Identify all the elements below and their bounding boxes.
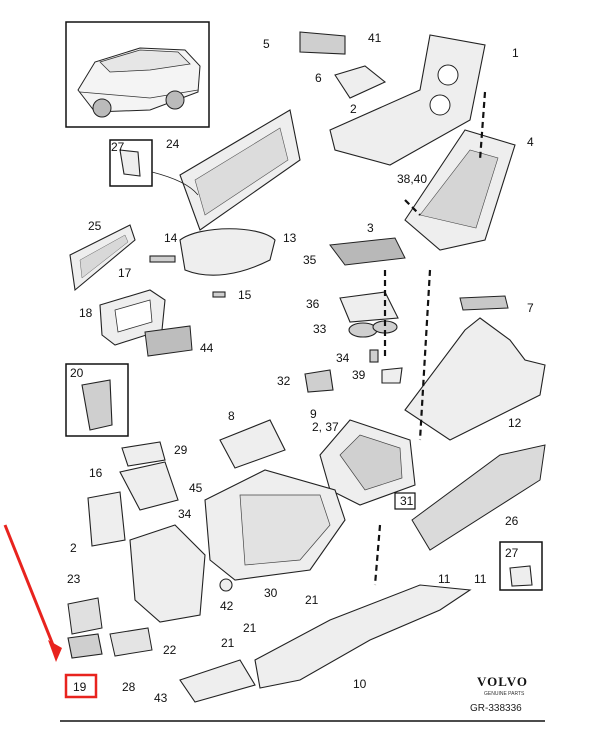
callout-6: 6 bbox=[315, 71, 322, 85]
part-1 bbox=[329, 34, 486, 166]
assembly-line-1 bbox=[478, 91, 487, 161]
volvo-logo: VOLVO bbox=[477, 674, 528, 689]
callout-11-a: 11 bbox=[438, 572, 451, 586]
callout-20: 20 bbox=[70, 366, 84, 380]
detail-inset-27-top bbox=[109, 139, 153, 187]
highlight-box bbox=[64, 673, 98, 699]
assembly-line-5 bbox=[404, 199, 421, 216]
callout-45: 45 bbox=[189, 481, 203, 495]
part-35 bbox=[329, 237, 406, 266]
part-6 bbox=[334, 65, 387, 99]
callout-34-bottom: 34 bbox=[178, 507, 192, 521]
callout-44: 44 bbox=[200, 341, 214, 355]
callout-17: 17 bbox=[118, 266, 132, 280]
callout-21-c: 21 bbox=[221, 636, 235, 650]
part-34 bbox=[369, 349, 379, 363]
part-5 bbox=[299, 31, 346, 55]
callout-15: 15 bbox=[238, 288, 252, 302]
part-39 bbox=[381, 367, 403, 384]
callout-24: 24 bbox=[166, 137, 180, 151]
callout-43: 43 bbox=[154, 691, 168, 705]
part-44 bbox=[144, 325, 193, 357]
part-12 bbox=[404, 317, 546, 441]
callout-8: 8 bbox=[228, 409, 235, 423]
part-36 bbox=[339, 291, 399, 323]
callout-16: 16 bbox=[89, 466, 103, 480]
part-13 bbox=[179, 228, 276, 276]
callout-9: 9 bbox=[310, 407, 317, 421]
callout-38-40: 38,40 bbox=[397, 172, 427, 186]
callout-35: 35 bbox=[303, 253, 317, 267]
callout-18: 18 bbox=[79, 306, 93, 320]
callout-12: 12 bbox=[508, 416, 522, 430]
callout-3: 3 bbox=[367, 221, 374, 235]
callout-19: 19 bbox=[73, 680, 87, 694]
callout-31-box bbox=[394, 492, 416, 510]
part-33 bbox=[348, 320, 398, 338]
part-26 bbox=[411, 444, 546, 551]
detail-inset-20 bbox=[65, 363, 129, 437]
part-23 bbox=[67, 597, 103, 635]
callout-1: 1 bbox=[512, 46, 519, 60]
callout-30: 30 bbox=[264, 586, 278, 600]
assembly-line-4 bbox=[373, 524, 382, 586]
part-43 bbox=[179, 659, 256, 703]
callout-39: 39 bbox=[352, 368, 366, 382]
part-19 bbox=[67, 633, 103, 659]
callout-22: 22 bbox=[163, 643, 177, 657]
callout-33: 33 bbox=[313, 322, 327, 336]
callout-21-b: 21 bbox=[243, 621, 257, 635]
callout-41: 41 bbox=[368, 31, 382, 45]
detail-inset-27-bottom bbox=[499, 541, 543, 591]
part-45 bbox=[119, 461, 179, 511]
callout-11-b: 11 bbox=[474, 572, 487, 586]
callout-29: 29 bbox=[174, 443, 188, 457]
part-7 bbox=[459, 295, 509, 311]
part-32 bbox=[304, 369, 334, 393]
part-10 bbox=[254, 584, 472, 689]
part-28 bbox=[109, 627, 153, 657]
part-3 bbox=[404, 129, 516, 251]
part-30 bbox=[204, 469, 346, 581]
callout-14: 14 bbox=[164, 231, 178, 245]
callout-21-a: 21 bbox=[305, 593, 319, 607]
part-14 bbox=[149, 255, 176, 263]
car-inset bbox=[65, 21, 210, 128]
callout-42: 42 bbox=[220, 599, 234, 613]
part-25 bbox=[69, 224, 136, 292]
callout-4: 4 bbox=[527, 135, 534, 149]
callout-2-top: 2 bbox=[350, 102, 357, 116]
part-8 bbox=[219, 419, 286, 469]
callout-23: 23 bbox=[67, 572, 81, 586]
callout-13: 13 bbox=[283, 231, 297, 245]
part-24 bbox=[151, 109, 301, 231]
callout-27-top: 27 bbox=[111, 140, 125, 154]
callout-27-bottom: 27 bbox=[505, 546, 519, 560]
callout-5: 5 bbox=[263, 37, 270, 51]
callout-36: 36 bbox=[306, 297, 320, 311]
callout-32: 32 bbox=[277, 374, 291, 388]
part-15 bbox=[212, 291, 226, 298]
logo-subtitle: GENUINE PARTS bbox=[484, 691, 525, 697]
callout-25: 25 bbox=[88, 219, 102, 233]
callout-26: 26 bbox=[505, 514, 519, 528]
callout-2-37: 2, 37 bbox=[312, 420, 339, 434]
part-31 bbox=[319, 419, 416, 506]
callout-34-top: 34 bbox=[336, 351, 350, 365]
callout-10: 10 bbox=[353, 677, 367, 691]
part-29 bbox=[121, 441, 166, 467]
highlight-arrow bbox=[3, 524, 57, 651]
part-42 bbox=[219, 578, 233, 592]
part-22 bbox=[129, 524, 206, 623]
highlight-arrowhead bbox=[48, 640, 62, 662]
callout-31: 31 bbox=[400, 494, 414, 508]
callout-28: 28 bbox=[122, 680, 136, 694]
callout-2-bottom: 2 bbox=[70, 541, 77, 555]
diagram-reference: GR-338336 bbox=[470, 703, 522, 714]
callout-7: 7 bbox=[527, 301, 534, 315]
assembly-line-2 bbox=[418, 269, 432, 441]
part-16 bbox=[87, 491, 126, 547]
